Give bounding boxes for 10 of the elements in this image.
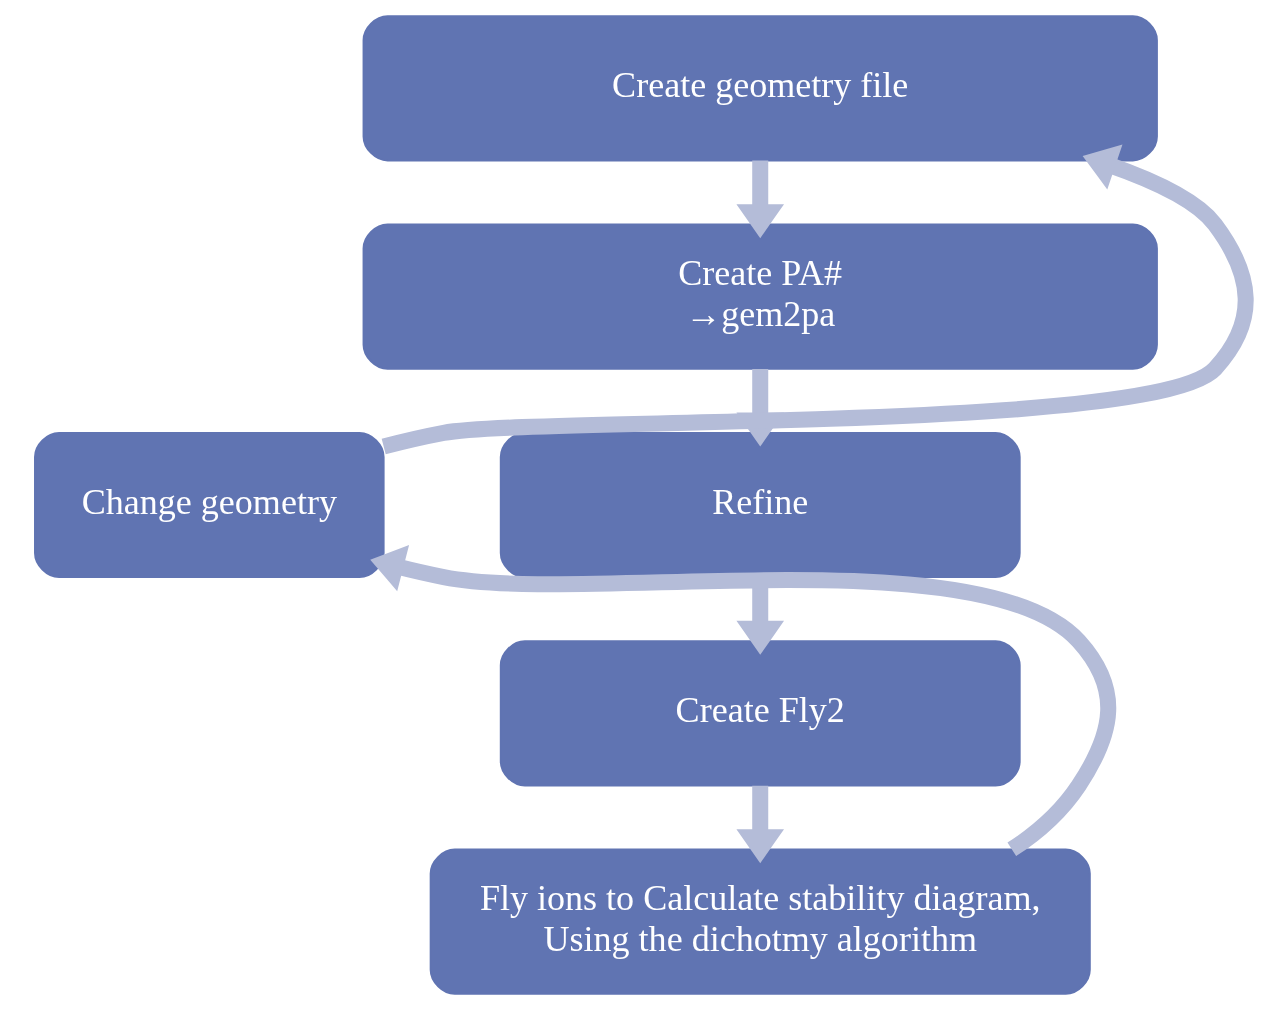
node-box: Create geometry file (362, 15, 1158, 162)
arrow (381, 144, 1254, 455)
arrow (370, 545, 1117, 856)
node-box: Create PA# →gem2pa (362, 223, 1158, 370)
arrow (736, 785, 785, 864)
node-box: Change geometry (34, 431, 385, 579)
arrow (736, 160, 785, 239)
node-box: Create Fly2 (499, 640, 1021, 787)
node-box: Fly ions to Calculate stability diagram, Using the dichotmy algorithm (429, 848, 1091, 995)
node-box: Refine (499, 431, 1021, 579)
